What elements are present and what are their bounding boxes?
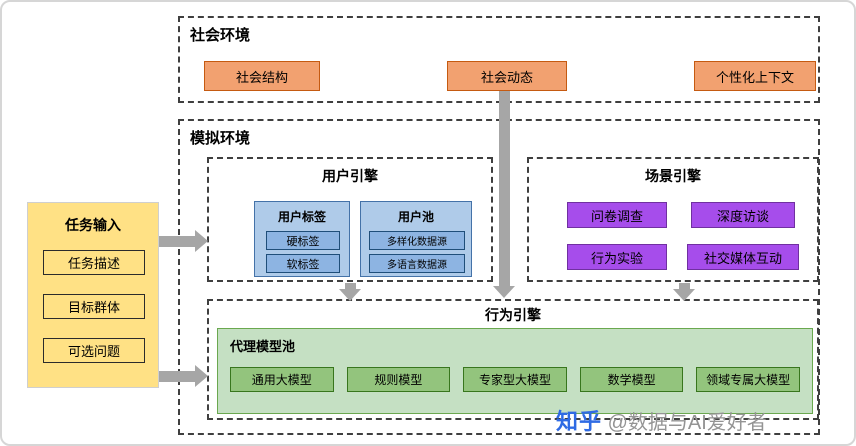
user-pool-panel: 用户池 多样化数据源 多语言数据源 bbox=[360, 201, 472, 277]
node-social-media-interaction: 社交媒体互动 bbox=[687, 244, 799, 270]
user-engine-title: 用户引擎 bbox=[322, 168, 378, 184]
node-social-dynamics: 社会动态 bbox=[447, 61, 567, 91]
arrow-scene-engine-to-behavior-engine-body bbox=[679, 283, 690, 290]
chip-math-model: 数学模型 bbox=[579, 367, 684, 392]
chip-diverse-data-source: 多样化数据源 bbox=[369, 231, 465, 250]
agent-model-row: 通用大模型 规则模型 专家型大模型 数学模型 领域专属大模型 bbox=[230, 367, 800, 392]
chip-hard-tag: 硬标签 bbox=[266, 231, 340, 250]
behavior-engine-title: 行为引擎 bbox=[485, 307, 541, 323]
chip-expert-llm: 专家型大模型 bbox=[463, 367, 567, 392]
arrow-user-engine-to-behavior-engine-head bbox=[339, 289, 361, 301]
chip-rule-model: 规则模型 bbox=[346, 367, 451, 392]
arrow-scene-engine-to-behavior-engine-head bbox=[673, 289, 695, 301]
arrow-social-dynamics-to-behavior-engine-body bbox=[499, 91, 510, 287]
scene-engine-section: 场景引擎 问卷调查 深度访谈 行为实验 社交媒体互动 bbox=[527, 157, 819, 282]
arrow-task-to-user-engine-body bbox=[159, 236, 196, 247]
arrow-social-dynamics-to-behavior-engine-head bbox=[493, 286, 515, 298]
arrow-task-to-behavior-engine-body bbox=[159, 371, 196, 382]
task-input-panel: 任务输入 任务描述 目标群体 可选问题 bbox=[27, 202, 159, 388]
arrow-user-engine-to-behavior-engine-body bbox=[345, 283, 356, 290]
node-questionnaire: 问卷调查 bbox=[567, 202, 667, 228]
arrow-task-to-user-engine-head bbox=[195, 230, 208, 252]
task-input-title: 任务输入 bbox=[65, 217, 121, 233]
zhihu-logo: 知乎 bbox=[556, 409, 603, 434]
user-engine-section: 用户引擎 用户标签 硬标签 软标签 用户池 多样化数据源 多语言数据源 bbox=[207, 157, 493, 282]
arrow-task-to-behavior-engine-head bbox=[195, 365, 208, 387]
user-tags-title: 用户标签 bbox=[277, 210, 326, 224]
simulation-environment-title: 模拟环境 bbox=[190, 130, 251, 147]
watermark-handle: @数据与AI爱好者 bbox=[607, 412, 767, 434]
node-social-structure: 社会结构 bbox=[204, 61, 320, 91]
agent-model-pool-title: 代理模型池 bbox=[230, 339, 296, 354]
node-personalized-context: 个性化上下文 bbox=[694, 61, 816, 91]
user-pool-title: 用户池 bbox=[397, 210, 434, 224]
scene-engine-title: 场景引擎 bbox=[645, 168, 701, 184]
chip-general-llm: 通用大模型 bbox=[230, 367, 334, 392]
chip-task-description: 任务描述 bbox=[43, 250, 145, 275]
watermark: 知乎 @数据与AI爱好者 bbox=[556, 404, 767, 436]
node-depth-interview: 深度访谈 bbox=[691, 202, 795, 228]
chip-soft-tag: 软标签 bbox=[266, 254, 340, 273]
node-behavior-experiment: 行为实验 bbox=[567, 244, 667, 270]
user-tags-panel: 用户标签 硬标签 软标签 bbox=[254, 201, 350, 277]
agent-model-pool-panel: 代理模型池 通用大模型 规则模型 专家型大模型 数学模型 领域专属大模型 bbox=[217, 328, 813, 414]
chip-domain-llm: 领域专属大模型 bbox=[696, 367, 800, 392]
chip-multilingual-data-source: 多语言数据源 bbox=[369, 254, 465, 273]
social-environment-title: 社会环境 bbox=[190, 27, 251, 44]
chip-optional-questions: 可选问题 bbox=[43, 338, 145, 363]
social-environment-section: 社会环境 社会结构 社会动态 个性化上下文 bbox=[178, 16, 820, 103]
behavior-engine-section: 行为引擎 代理模型池 通用大模型 规则模型 专家型大模型 数学模型 领域专属大模… bbox=[207, 299, 819, 420]
chip-target-group: 目标群体 bbox=[43, 294, 145, 319]
